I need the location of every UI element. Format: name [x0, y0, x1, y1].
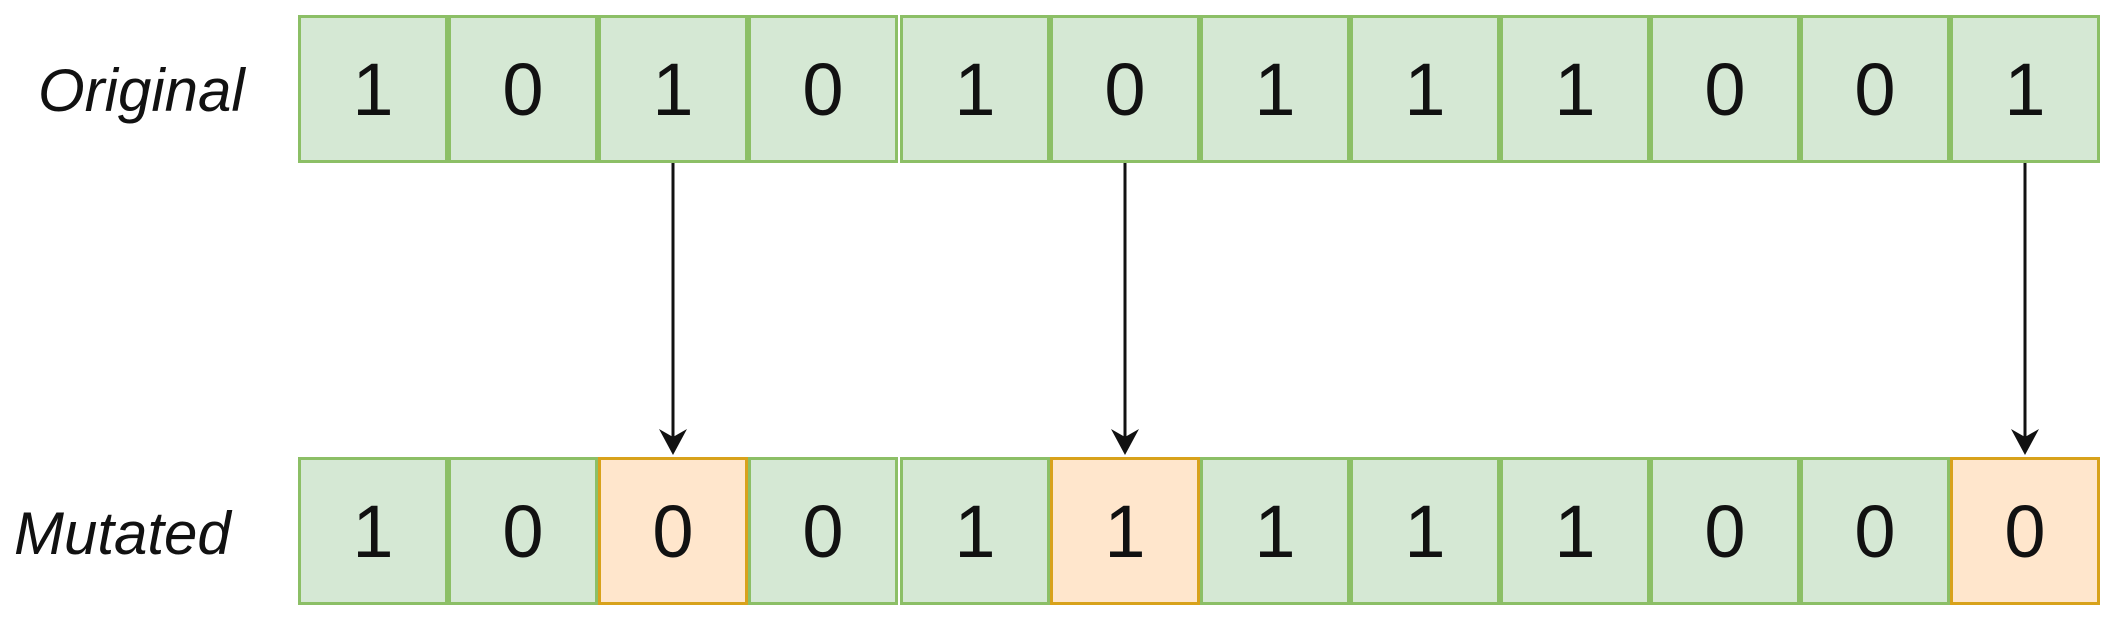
original-bit-2: 0	[448, 15, 598, 163]
mutation-arrow-3	[659, 163, 687, 455]
mutated-bit-4: 0	[748, 457, 898, 605]
original-bit-9: 1	[1500, 15, 1650, 163]
arrow-head	[659, 429, 687, 455]
mutation-arrow-6	[1111, 163, 1139, 455]
original-bit-11: 0	[1800, 15, 1950, 163]
original-bit-4: 0	[748, 15, 898, 163]
mutated-bit-5: 1	[900, 457, 1050, 605]
arrow-head	[2011, 429, 2039, 455]
mutated-bit-2: 0	[448, 457, 598, 605]
arrow-head	[1111, 429, 1139, 455]
mutated-bit-9: 1	[1500, 457, 1650, 605]
mutated-bit-3-changed: 0	[598, 457, 748, 605]
original-label: Original	[38, 57, 245, 124]
mutated-bit-10: 0	[1650, 457, 1800, 605]
original-bit-7: 1	[1200, 15, 1350, 163]
original-bit-12: 1	[1950, 15, 2100, 163]
mutated-bit-6-changed: 1	[1050, 457, 1200, 605]
original-bit-1: 1	[298, 15, 448, 163]
mutated-bit-7: 1	[1200, 457, 1350, 605]
mutation-arrow-12	[2011, 163, 2039, 455]
mutated-bit-1: 1	[298, 457, 448, 605]
original-bit-8: 1	[1350, 15, 1500, 163]
original-bit-10: 0	[1650, 15, 1800, 163]
original-bit-5: 1	[900, 15, 1050, 163]
mutated-label: Mutated	[14, 500, 231, 567]
mutated-bit-11: 0	[1800, 457, 1950, 605]
original-bit-6: 0	[1050, 15, 1200, 163]
mutated-bit-12-changed: 0	[1950, 457, 2100, 605]
original-bit-3: 1	[598, 15, 748, 163]
mutated-bit-8: 1	[1350, 457, 1500, 605]
